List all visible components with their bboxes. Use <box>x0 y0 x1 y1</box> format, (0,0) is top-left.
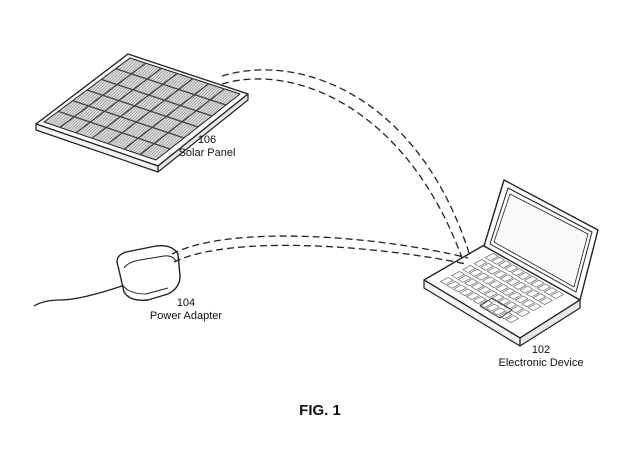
keyboard-key <box>492 307 506 316</box>
electronic-device-name: Electronic Device <box>498 357 584 369</box>
keyboard-key <box>470 282 485 291</box>
keyboard-key <box>527 303 542 311</box>
keyboard-key <box>490 293 505 302</box>
solar-cell-divider <box>115 68 227 106</box>
keyboard-key <box>537 283 551 292</box>
keyboard-key <box>491 256 505 265</box>
keyboard-key <box>469 268 483 277</box>
keyboard-key <box>484 290 498 298</box>
keyboard-key <box>510 305 524 314</box>
keyboard-key <box>514 295 529 304</box>
keyboard-key <box>477 286 492 295</box>
keyboard-key <box>526 289 540 298</box>
power-adapter-number: 104 <box>176 297 196 309</box>
keyboard-key <box>484 253 499 261</box>
keyboard-key <box>475 272 490 281</box>
keyboard-key <box>504 264 519 273</box>
power-adapter-label: 104 Power Adapter <box>140 297 232 323</box>
keyboard-key <box>532 293 547 302</box>
solar-panel-cell-grid <box>58 62 227 156</box>
keyboard-key <box>446 280 461 289</box>
cable-adapter-to-device <box>171 235 469 265</box>
electronic-device <box>423 179 599 347</box>
keyboard-key <box>505 315 520 323</box>
keyboard-key <box>530 279 545 288</box>
solar-cell-divider <box>58 110 171 150</box>
keyboard-key <box>517 272 532 280</box>
solar-panel <box>35 53 249 173</box>
power-adapter-name: Power Adapter <box>149 310 223 322</box>
keyboard-key <box>543 287 558 296</box>
keyboard-key <box>462 265 477 273</box>
keyboard-key <box>485 303 500 312</box>
solar-panel-name: Solar Panel <box>178 147 236 159</box>
power-adapter <box>33 244 181 307</box>
keyboard-key <box>512 281 527 290</box>
solar-cell-divider <box>101 78 213 117</box>
electronic-device-number: 102 <box>531 344 551 356</box>
keyboard-key <box>519 285 534 294</box>
keyboard-key <box>466 292 480 301</box>
keyboard-key <box>499 274 514 283</box>
keyboard-key <box>473 259 488 267</box>
solar-cell-divider <box>86 89 199 128</box>
keyboard-key <box>521 299 535 308</box>
keyboard-key <box>506 278 520 286</box>
keyboard-key <box>479 299 493 308</box>
figure-caption: FIG. 1 <box>299 402 341 419</box>
laptop-keyboard <box>440 253 564 323</box>
keyboard-key <box>472 296 487 304</box>
keyboard-key <box>464 278 478 287</box>
keyboard-key <box>495 284 509 292</box>
keyboard-key <box>457 274 472 283</box>
keyboard-key <box>503 301 518 310</box>
power-cord <box>33 285 123 307</box>
keyboard-key <box>499 311 513 320</box>
keyboard-key <box>451 271 465 279</box>
keyboard-key <box>480 262 494 271</box>
solar-cell-divider <box>72 100 185 139</box>
keyboard-key <box>498 260 512 269</box>
electronic-device-label: 102 Electronic Device <box>488 344 594 370</box>
keyboard-key <box>493 270 507 279</box>
keyboard-key <box>459 288 474 297</box>
keyboard-key <box>486 266 501 275</box>
keyboard-key <box>497 297 511 306</box>
keyboard-key <box>550 291 564 299</box>
keyboard-key <box>508 291 522 300</box>
solar-panel-number: 106 <box>197 134 217 146</box>
keyboard-key <box>516 309 531 317</box>
keyboard-key <box>440 277 454 285</box>
keyboard-key <box>482 276 496 285</box>
keyboard-key <box>539 297 553 305</box>
cable-solar-to-device <box>221 69 471 259</box>
keyboard-key <box>453 284 467 293</box>
keyboard-key <box>511 268 525 277</box>
solar-panel-label: 106 Solar Panel <box>170 134 244 160</box>
keyboard-key <box>524 275 538 284</box>
keyboard-key <box>501 287 516 296</box>
keyboard-key <box>488 280 503 289</box>
